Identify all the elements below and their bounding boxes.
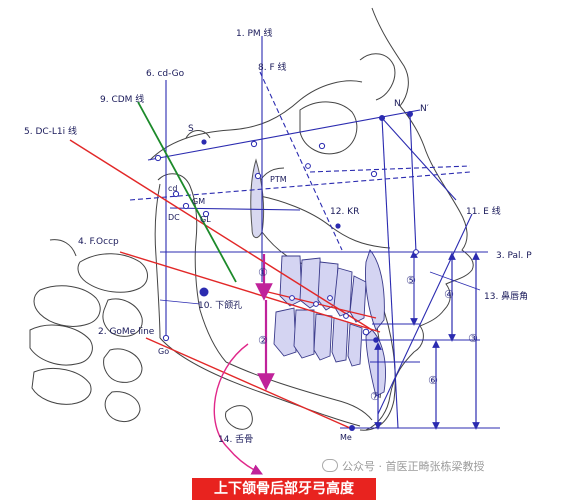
label-gome-line: 2. GoMe line <box>98 327 155 337</box>
point-me <box>349 425 355 431</box>
label-c7: ⑦ <box>370 390 380 403</box>
cdm-line <box>137 101 237 283</box>
label-n: N <box>394 99 401 109</box>
label-c3: ③ <box>468 332 478 345</box>
point-n <box>379 115 385 121</box>
gome-line <box>145 337 351 429</box>
label-e-line: 11. E 线 <box>466 205 501 217</box>
wechat-logo-icon <box>322 459 338 472</box>
point-kr <box>335 223 341 229</box>
red-lines <box>69 139 381 429</box>
label-kr: 12. KR <box>330 207 359 217</box>
point-s <box>201 139 207 145</box>
label-hyoid: 14. 舌骨 <box>218 434 253 445</box>
f-line <box>259 71 343 251</box>
label-ptm: PTM <box>270 175 287 184</box>
hyoid-pointer <box>213 343 264 475</box>
labels: 1. PM 线 8. F 线 6. cd-Go 9. CDM 线 5. DC-L… <box>24 27 532 445</box>
label-c6: ⑥ <box>428 374 438 387</box>
landmark-points <box>154 111 419 431</box>
label-pm-line: 1. PM 线 <box>236 27 273 39</box>
leader-lines <box>159 271 481 305</box>
label-cdgo: 6. cd-Go <box>146 69 185 79</box>
height-arrows <box>374 250 480 430</box>
label-gm: GM <box>192 197 205 206</box>
label-dcl1i-line: 5. DC-L1i 线 <box>24 125 77 137</box>
dentition <box>273 249 386 397</box>
label-c2: ② <box>258 334 268 347</box>
label-dc: DC <box>168 213 180 222</box>
label-s: S <box>188 124 194 134</box>
label-focc: 4. F.Occp <box>78 237 119 247</box>
point-n-prime <box>407 111 413 117</box>
label-gl: GL <box>200 215 211 224</box>
focc-line <box>119 251 381 333</box>
dcl1i-line <box>69 139 373 331</box>
posterior-height-arrows <box>255 254 275 391</box>
skull-outline <box>29 7 474 431</box>
mandibular-foramen-point <box>199 287 209 297</box>
reference-lines <box>129 36 500 429</box>
label-f-line: 8. F 线 <box>258 61 287 73</box>
label-palp: 3. Pal. P <box>496 251 532 261</box>
figure-caption: 上下颌骨后部牙弓高度 <box>192 478 376 500</box>
label-c5: ⑤ <box>406 274 416 287</box>
label-cdm-line: 9. CDM 线 <box>100 93 144 105</box>
fh-line <box>129 171 471 201</box>
label-cd: cd <box>168 184 177 193</box>
e-line <box>377 213 473 415</box>
label-c1: ① <box>258 266 268 279</box>
label-nasolabial-angle: 13. 鼻唇角 <box>484 290 528 302</box>
label-c4: ④ <box>444 288 454 301</box>
point-ptm <box>254 172 262 180</box>
label-go: Go <box>158 347 169 356</box>
sn-line <box>147 109 421 161</box>
label-mandibular-foramen: 10. 下颌孔 <box>198 299 242 311</box>
label-me: Me <box>340 433 352 442</box>
watermark: 公众号 · 首医正畸张栋梁教授 <box>322 458 485 474</box>
label-n-prime: N′ <box>420 104 429 114</box>
